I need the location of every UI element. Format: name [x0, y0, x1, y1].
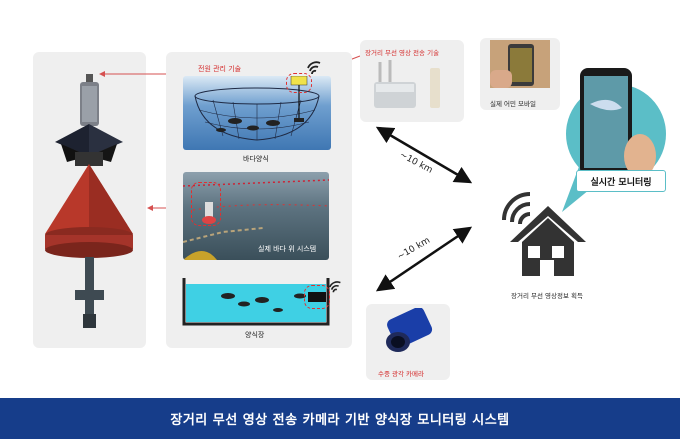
- realtime-monitoring-badge: 실시간 모니터링: [576, 170, 666, 192]
- footer-title: 장거리 무선 영상 전송 카메라 기반 양식장 모니터링 시스템: [170, 413, 510, 428]
- house-wifi-icon: [502, 192, 586, 276]
- distance-label-bottom: ~10 km: [395, 235, 432, 263]
- footer-banner: 장거리 무선 영상 전송 카메라 기반 양식장 모니터링 시스템: [0, 398, 680, 439]
- distance-label-top: ~10 km: [397, 150, 435, 176]
- wifi-signal-icon: [307, 61, 321, 75]
- router-image: [374, 60, 440, 108]
- buoy-image: [45, 74, 133, 328]
- buoy-panel: [33, 52, 146, 348]
- real-sea-photo: [183, 172, 329, 260]
- real-mobile-caption: 실제 어민 모바일: [490, 100, 536, 108]
- power-mgmt-label: 전원 관리 기술: [198, 65, 242, 73]
- buoy-highlight-box: [191, 182, 221, 226]
- power-highlight-box: [286, 73, 312, 93]
- wireless-tech-label: 장거리 무선 영상 전송 기술: [365, 49, 440, 57]
- wireless-tech-panel: [360, 40, 464, 122]
- sea-farm-caption: 바다양식: [243, 155, 269, 163]
- camera-image: [386, 308, 433, 352]
- camera-highlight-box: [304, 285, 330, 309]
- mobile-hand-image: [490, 40, 550, 88]
- wifi-signal-icon: [329, 281, 341, 293]
- underwater-camera-caption: 수중 광각 카메라: [378, 370, 424, 378]
- real-sea-caption: 실제 바다 위 시스템: [258, 245, 317, 253]
- farm-tank-caption: 양식장: [245, 331, 265, 339]
- realtime-monitoring-label: 실시간 모니터링: [590, 177, 652, 188]
- sea-farm-illustration: [183, 76, 331, 150]
- acquisition-caption: 장거리 무선 영상정보 획득: [511, 292, 583, 300]
